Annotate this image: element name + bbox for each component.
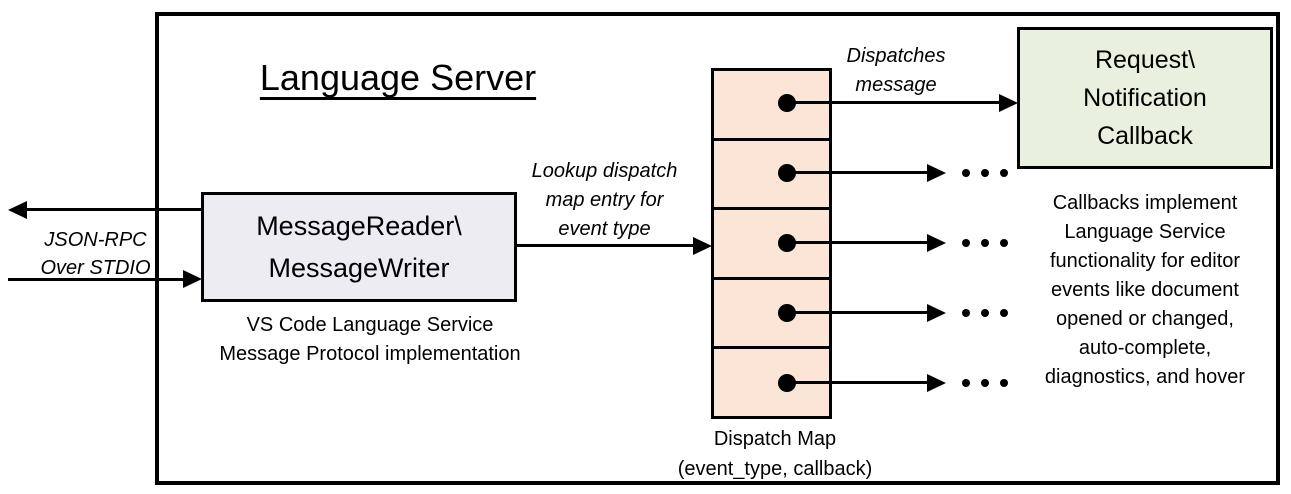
dispatch-map-caption-line1: Dispatch Map bbox=[713, 428, 837, 450]
ellipsis-icon bbox=[962, 169, 1008, 177]
message-reader-writer-box: MessageReader\ MessageWriter bbox=[201, 192, 517, 302]
message-box-line2: MessageWriter bbox=[268, 253, 450, 283]
callback-caption-line: Language Service bbox=[1064, 221, 1226, 243]
callback-box-line3: Callback bbox=[1097, 122, 1193, 150]
callback-caption-line: diagnostics, and hover bbox=[1044, 366, 1246, 388]
dispatch-arrow-line bbox=[787, 241, 928, 244]
stdio-out-arrowhead-icon bbox=[8, 201, 27, 219]
dispatch-map-cell bbox=[714, 279, 829, 350]
message-box-caption-line2: Message Protocol implementation bbox=[219, 343, 521, 365]
ellipsis-icon bbox=[962, 309, 1008, 317]
json-rpc-label-line1: JSON-RPC bbox=[44, 229, 147, 251]
message-box-caption: VS Code Language Service Message Protoco… bbox=[175, 311, 565, 369]
ellipsis-icon bbox=[962, 239, 1008, 247]
message-box-line1: MessageReader\ bbox=[256, 211, 462, 241]
message-box-caption-line1: VS Code Language Service bbox=[246, 314, 494, 336]
stdio-in-arrowhead-icon bbox=[183, 270, 202, 288]
dispatch-arrowhead-icon bbox=[999, 94, 1018, 112]
language-server-box bbox=[155, 12, 1280, 485]
dispatches-label-line1: Dispatches bbox=[846, 45, 946, 67]
lookup-arrow-line bbox=[517, 244, 694, 247]
dispatches-label-line2: message bbox=[855, 74, 937, 96]
lookup-label-line2: map entry for bbox=[545, 189, 664, 211]
callback-box-line2: Notification bbox=[1083, 84, 1207, 112]
dispatch-arrow-line bbox=[787, 101, 1000, 104]
callback-box-line1: Request\ bbox=[1094, 46, 1196, 74]
callback-caption-line: Callbacks implement bbox=[1052, 192, 1238, 214]
lookup-arrowhead-icon bbox=[693, 237, 712, 255]
dispatch-arrowhead-icon bbox=[927, 234, 946, 252]
lookup-dispatch-label: Lookup dispatch map entry for event type bbox=[512, 157, 697, 244]
stdio-out-arrow-line bbox=[24, 208, 201, 211]
dispatch-map bbox=[711, 68, 832, 419]
json-rpc-label-line2: Over STDIO bbox=[40, 257, 151, 279]
json-rpc-label: JSON-RPC Over STDIO bbox=[18, 226, 173, 282]
dispatch-map-caption: Dispatch Map (event_type, callback) bbox=[661, 424, 889, 484]
dispatch-arrowhead-icon bbox=[927, 304, 946, 322]
request-notification-callback-box: Request\ Notification Callback bbox=[1017, 27, 1273, 169]
dispatch-arrow-line bbox=[787, 381, 928, 384]
callback-caption-line: opened or changed, bbox=[1056, 308, 1234, 330]
lookup-label-line3: event type bbox=[558, 218, 651, 240]
callback-caption-line: events like document bbox=[1051, 279, 1239, 301]
dispatch-arrowhead-icon bbox=[927, 164, 946, 182]
dispatch-arrowhead-icon bbox=[927, 374, 946, 392]
dispatch-map-caption-line2: (event_type, callback) bbox=[677, 458, 873, 480]
dispatches-message-label: Dispatches message bbox=[826, 42, 966, 100]
stdio-in-arrow-line bbox=[8, 278, 184, 281]
callback-caption: Callbacks implement Language Service fun… bbox=[1010, 189, 1280, 392]
dispatch-arrow-line bbox=[787, 311, 928, 314]
callback-caption-line: functionality for editor bbox=[1049, 250, 1241, 272]
ellipsis-icon bbox=[962, 379, 1008, 387]
callback-caption-line: auto-complete, bbox=[1078, 337, 1212, 359]
dispatch-arrow-line bbox=[787, 171, 928, 174]
diagram-title: Language Server bbox=[259, 57, 537, 98]
dispatch-map-cell bbox=[714, 71, 829, 141]
dispatch-map-cell bbox=[714, 140, 829, 211]
dispatch-map-cell bbox=[714, 210, 829, 280]
lookup-label-line1: Lookup dispatch bbox=[531, 160, 678, 182]
